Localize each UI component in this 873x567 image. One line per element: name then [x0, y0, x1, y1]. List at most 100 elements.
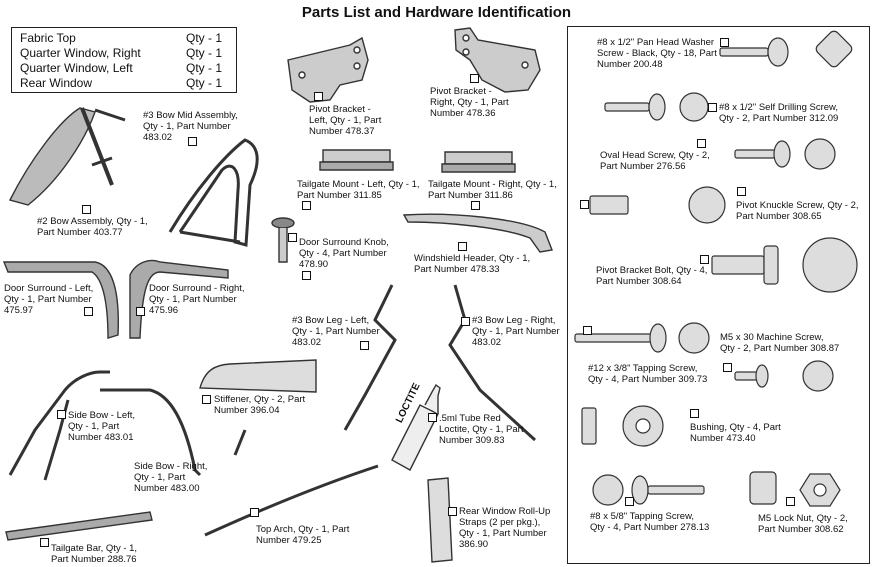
- self-drill-label: #8 x 1/2" Self Drilling Screw, Qty - 2, …: [719, 102, 839, 124]
- locknut-label: M5 Lock Nut, Qty - 2, Part Number 308.62: [758, 513, 848, 535]
- oval-head-label: Oval Head Screw, Qty - 2, Part Number 27…: [600, 150, 710, 172]
- pan-head-screw-illustration: [719, 30, 853, 68]
- bushing-checkbox[interactable]: [690, 409, 699, 418]
- page-title: Parts List and Hardware Identification: [301, 4, 572, 21]
- pivot-left-checkbox[interactable]: [314, 92, 323, 101]
- loctite-label: .5ml Tube Red Loctite, Qty - 1, Part Num…: [439, 413, 524, 446]
- bow-mid-illustration: [168, 138, 259, 247]
- straps-label: Rear Window Roll-Up Straps (2 per pkg.),…: [459, 506, 551, 550]
- knob-checkbox[interactable]: [288, 233, 297, 242]
- bow-mid-checkbox[interactable]: [188, 137, 197, 146]
- list-item: Fabric Top Qty - 1: [12, 31, 236, 46]
- pivot-right-checkbox[interactable]: [470, 74, 479, 83]
- top-arch-label: Top Arch, Qty - 1, Part Number 479.25: [256, 524, 350, 546]
- tap12-label: #12 x 3/8" Tapping Screw, Qty - 4, Part …: [588, 363, 708, 385]
- tailgate-right-checkbox[interactable]: [471, 201, 480, 210]
- windshield-checkbox[interactable]: [458, 242, 467, 251]
- top-arch-checkbox[interactable]: [250, 508, 259, 517]
- loctite-checkbox[interactable]: [428, 413, 437, 422]
- sidebow-right-illustration: [100, 388, 247, 477]
- pivot-left-illustration: [287, 36, 369, 103]
- knuckle-screw-illustration: [589, 186, 726, 224]
- tap12-screw-illustration: [734, 360, 834, 392]
- list-item-qty: Qty - 1: [186, 31, 223, 45]
- sidebow-right-label: Side Bow - Right, Qty - 1, Part Number 4…: [134, 461, 208, 494]
- tailgate-right-label: Tailgate Mount - Right, Qty - 1, Part Nu…: [428, 179, 557, 201]
- stiffener-checkbox[interactable]: [202, 395, 211, 404]
- tailgate-mount-left-illustration: [319, 149, 394, 171]
- sidebow-left-label: Side Bow - Left, Qty - 1, Part Number 48…: [68, 410, 136, 443]
- windshield-header-illustration: [402, 213, 553, 253]
- self-drill-screw-illustration: [604, 92, 709, 122]
- hardware-panel: [567, 26, 870, 564]
- bow-mid-label: #3 Bow Mid Assembly, Qty - 1, Part Numbe…: [143, 110, 238, 143]
- pan-head-checkbox[interactable]: [720, 38, 729, 47]
- knuckle-label: Pivot Knuckle Screw, Qty - 2, Part Numbe…: [736, 200, 859, 222]
- list-item: Quarter Window, Right Qty - 1: [12, 46, 236, 61]
- m5-checkbox-left[interactable]: [583, 326, 592, 335]
- sidebow-left-checkbox[interactable]: [57, 410, 66, 419]
- bracket-bolt-illustration: [711, 237, 858, 293]
- self-drill-checkbox[interactable]: [708, 103, 717, 112]
- door-left-illustration: [2, 261, 120, 339]
- bushing-label: Bushing, Qty - 4, Part Number 473.40: [690, 422, 781, 444]
- straps-illustration: [427, 477, 453, 563]
- list-item-qty: Qty - 1: [186, 61, 223, 75]
- list-item-name: Quarter Window, Left: [20, 61, 133, 75]
- tailgate-mount-right-illustration: [441, 151, 516, 173]
- pan-head-label: #8 x 1/2" Pan Head Washer Screw - Black,…: [597, 37, 717, 70]
- list-item: Rear Window Qty - 1: [12, 76, 236, 91]
- stiffener-illustration: [199, 359, 317, 393]
- knuckle-checkbox[interactable]: [737, 187, 746, 196]
- tap12-checkbox[interactable]: [723, 363, 732, 372]
- oval-head-screw-illustration: [734, 138, 836, 170]
- list-item-name: Rear Window: [20, 76, 93, 90]
- list-item-qty: Qty - 1: [186, 46, 223, 60]
- top-arch-illustration: [204, 464, 379, 537]
- tap8-checkbox[interactable]: [625, 497, 634, 506]
- tap8-label: #8 x 5/8" Tapping Screw, Qty - 4, Part N…: [590, 511, 710, 533]
- pivot-right-label: Pivot Bracket - Right, Qty - 1, Part Num…: [430, 86, 509, 119]
- tailgate-bar-checkbox[interactable]: [40, 538, 49, 547]
- list-item-name: Quarter Window, Right: [20, 46, 141, 60]
- oval-head-checkbox[interactable]: [697, 139, 706, 148]
- bowleg-right-checkbox[interactable]: [461, 317, 470, 326]
- locknut-illustration: [749, 471, 841, 507]
- bushing-illustration: [581, 405, 664, 447]
- list-item-name: Fabric Top: [20, 31, 76, 45]
- door-left-label: Door Surround - Left, Qty - 1, Part Numb…: [4, 283, 94, 316]
- m5-label: M5 x 30 Machine Screw, Qty - 2, Part Num…: [720, 332, 840, 354]
- tailgate-left-checkbox[interactable]: [302, 201, 311, 210]
- windshield-label: Windshield Header, Qty - 1, Part Number …: [414, 253, 531, 275]
- stiffener-label: Stiffener, Qty - 2, Part Number 396.04: [214, 394, 306, 416]
- m5-screw-illustration: [574, 322, 710, 354]
- knob-label: Door Surround Knob, Qty - 4, Part Number…: [299, 237, 389, 270]
- straps-checkbox[interactable]: [448, 507, 457, 516]
- bowleg-left-illustration: [343, 284, 397, 431]
- list-item-qty: Qty - 1: [186, 76, 223, 90]
- tap8-screw-illustration: [592, 474, 705, 506]
- bowleg-left-label: #3 Bow Leg - Left, Qty - 1, Part Number …: [292, 315, 380, 348]
- bowleg-right-label: #3 Bow Leg - Right, Qty - 1, Part Number…: [472, 315, 560, 348]
- bowleg-right-illustration: [448, 284, 537, 442]
- tailgate-bar-label: Tailgate Bar, Qty - 1, Part Number 288.7…: [51, 543, 138, 565]
- locknut-checkbox[interactable]: [786, 497, 795, 506]
- door-right-label: Door Surround - Right, Qty - 1, Part Num…: [149, 283, 245, 316]
- tailgate-bar-illustration: [5, 511, 153, 541]
- bracket-bolt-checkbox[interactable]: [700, 255, 709, 264]
- knob-checkbox-2[interactable]: [302, 271, 311, 280]
- door-left-checkbox[interactable]: [84, 307, 93, 316]
- loctite-illustration: [391, 383, 441, 471]
- knuckle-checkbox-left[interactable]: [580, 200, 589, 209]
- pivot-left-label: Pivot Bracket - Left, Qty - 1, Part Numb…: [309, 104, 382, 137]
- bow2-checkbox[interactable]: [82, 205, 91, 214]
- bowleg-left-checkbox[interactable]: [360, 341, 369, 350]
- knob-illustration: [271, 217, 295, 263]
- door-right-illustration: [129, 259, 229, 339]
- door-right-checkbox[interactable]: [136, 307, 145, 316]
- bow2-illustration: [8, 107, 126, 206]
- bracket-bolt-label: Pivot Bracket Bolt, Qty - 4, Part Number…: [596, 265, 708, 287]
- list-item: Quarter Window, Left Qty - 1: [12, 61, 236, 76]
